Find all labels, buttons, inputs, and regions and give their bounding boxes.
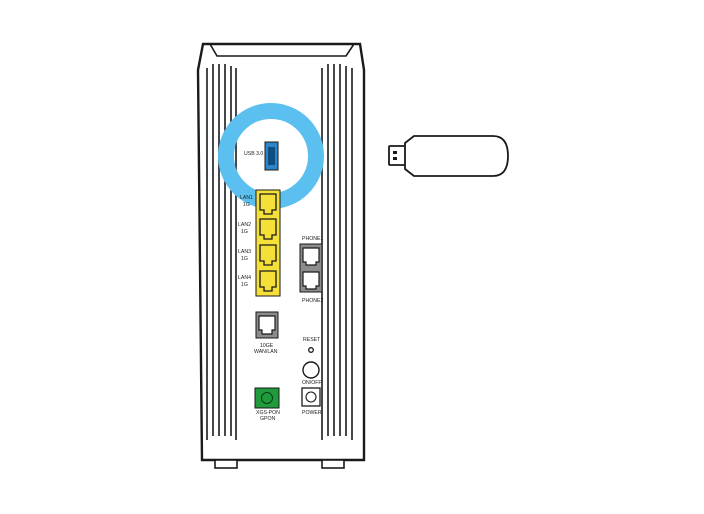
phone2-port[interactable] (302, 271, 320, 290)
onoff-label: ON/OFF (302, 380, 322, 386)
lan3-speed: 1G (241, 256, 248, 262)
wan-port[interactable] (255, 311, 279, 339)
lan3-port[interactable] (259, 244, 277, 266)
phone2-label: PHONE2 (302, 298, 323, 304)
wan-label-line2: WAN/LAN (254, 349, 278, 355)
lan4-port[interactable] (259, 270, 277, 292)
lan2-label: LAN2 (238, 222, 251, 228)
usb-dongle-icon (388, 135, 509, 177)
power-port[interactable] (301, 387, 321, 407)
lan1-label: LAN1 (240, 195, 253, 201)
router-feet (214, 459, 345, 469)
phone1-port[interactable] (302, 247, 320, 266)
reset-label: RESET (303, 337, 321, 343)
lan1-speed: 1G (243, 202, 250, 208)
usb-port[interactable] (264, 141, 279, 171)
onoff-button[interactable] (302, 361, 320, 379)
pon-label-line2: GPON (260, 416, 276, 422)
pon-label-line1: XGS-PON (256, 410, 280, 416)
lan2-port[interactable] (259, 218, 277, 240)
phone1-label: PHONE1 (302, 236, 323, 242)
lan1-port[interactable] (259, 193, 277, 215)
lan2-speed: 1G (241, 229, 248, 235)
lan4-speed: 1G (241, 282, 248, 288)
lan4-label: LAN4 (238, 275, 251, 281)
wan-label-line1: 10GE (260, 343, 274, 349)
power-label: POWER (302, 410, 322, 416)
usb-port-label: USB 3.0 (244, 151, 263, 157)
reset-button[interactable] (308, 347, 314, 353)
lan3-label: LAN3 (238, 249, 251, 255)
pon-port[interactable] (254, 387, 280, 409)
